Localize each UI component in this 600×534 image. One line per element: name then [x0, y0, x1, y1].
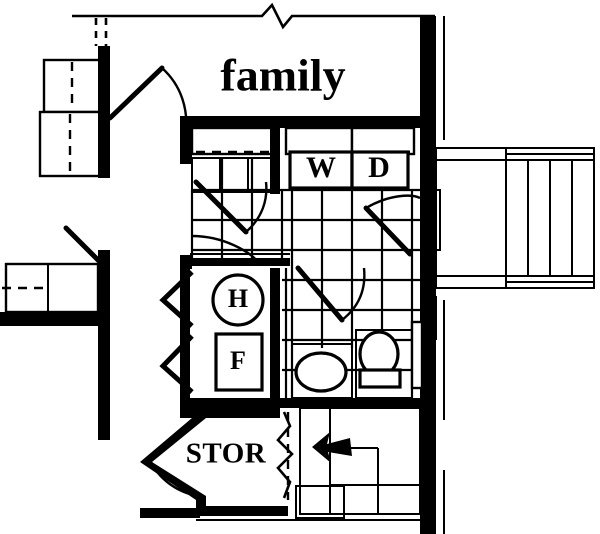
- water-heater-fixture: H: [211, 273, 265, 327]
- stairs: [295, 407, 421, 519]
- storage-label: STOR: [186, 438, 267, 470]
- upper-left-cabinet-group: [38, 58, 102, 178]
- left-middle-wall-group: [0, 225, 110, 440]
- right-exterior-wall: [420, 16, 445, 534]
- washer-label: W: [306, 151, 336, 184]
- top-dashed-stub: [94, 18, 108, 46]
- door-family-entry: [107, 65, 188, 133]
- bathroom-bottom-wall: [280, 320, 424, 408]
- deck-porch: [427, 147, 595, 340]
- left-upper-wall: [98, 46, 110, 178]
- utility-left-wall: [180, 116, 192, 269]
- storage-room: STOR: [140, 399, 294, 516]
- furnace-fixture: F: [214, 332, 264, 392]
- door-laundry-right: [363, 194, 421, 257]
- door-laundry-left: [191, 179, 268, 263]
- family-room-label: family: [220, 50, 345, 101]
- laundry-upper-cabinets: [190, 126, 416, 156]
- furnace-label: F: [230, 346, 246, 375]
- bathroom-fixtures: [291, 329, 413, 399]
- laundry-left-shelf: [191, 128, 280, 194]
- utility-room-walls: [180, 258, 280, 408]
- top-break-line: [72, 2, 435, 30]
- door-bath-entry: [295, 265, 366, 323]
- dryer-box: [350, 150, 410, 190]
- bottom-exterior-wall: [140, 508, 436, 521]
- utility-top-wall: [180, 116, 420, 128]
- laundry-threshold: [190, 253, 290, 266]
- dryer-label: D: [368, 151, 390, 184]
- water-heater-label: H: [228, 284, 248, 313]
